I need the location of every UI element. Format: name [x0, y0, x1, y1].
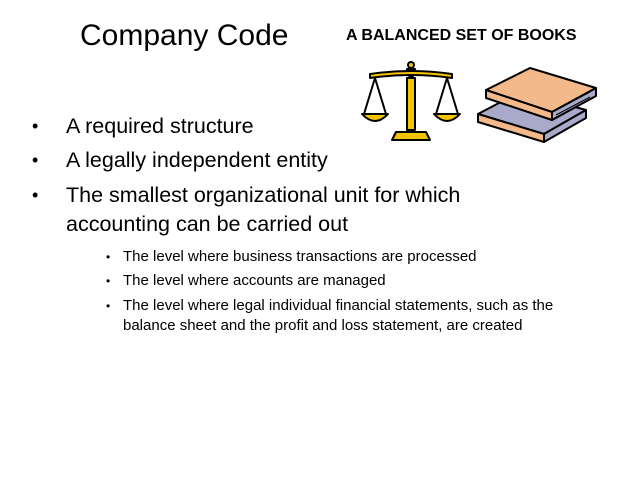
bullet-text: A legally independent entity — [66, 148, 328, 172]
banner-caption: A BALANCED SET OF BOOKS — [346, 27, 577, 44]
slide-title: Company Code — [80, 19, 289, 52]
sub-bullet-marker: • — [106, 250, 111, 264]
bullet-item: • The smallest organizational unit for w… — [30, 181, 500, 239]
bullet-item: • A required structure — [30, 112, 500, 141]
sub-bullet-text: The level where legal individual financi… — [123, 297, 554, 334]
sub-bullet-text: The level where business transactions ar… — [123, 248, 477, 265]
bullet-marker: • — [32, 116, 39, 136]
bullet-marker: • — [32, 150, 39, 170]
bullet-text: A required structure — [66, 114, 254, 138]
balanced-books-illustration — [361, 61, 597, 143]
sub-bullet-text: The level where accounts are managed — [123, 272, 386, 289]
sub-bullet-item: • The level where business transactions … — [106, 247, 576, 267]
stack-of-books-icon — [477, 67, 597, 143]
sub-bullet-item: • The level where legal individual finan… — [106, 296, 576, 336]
bullet-marker: • — [32, 185, 39, 205]
bullet-item: • A legally independent entity — [30, 146, 500, 175]
sub-bullet-item: • The level where accounts are managed — [106, 271, 576, 291]
bullet-text: The smallest organizational unit for whi… — [66, 183, 461, 236]
scales-of-justice-icon — [361, 61, 461, 141]
sub-bullet-marker: • — [106, 274, 111, 288]
sub-bullet-marker: • — [106, 299, 111, 313]
